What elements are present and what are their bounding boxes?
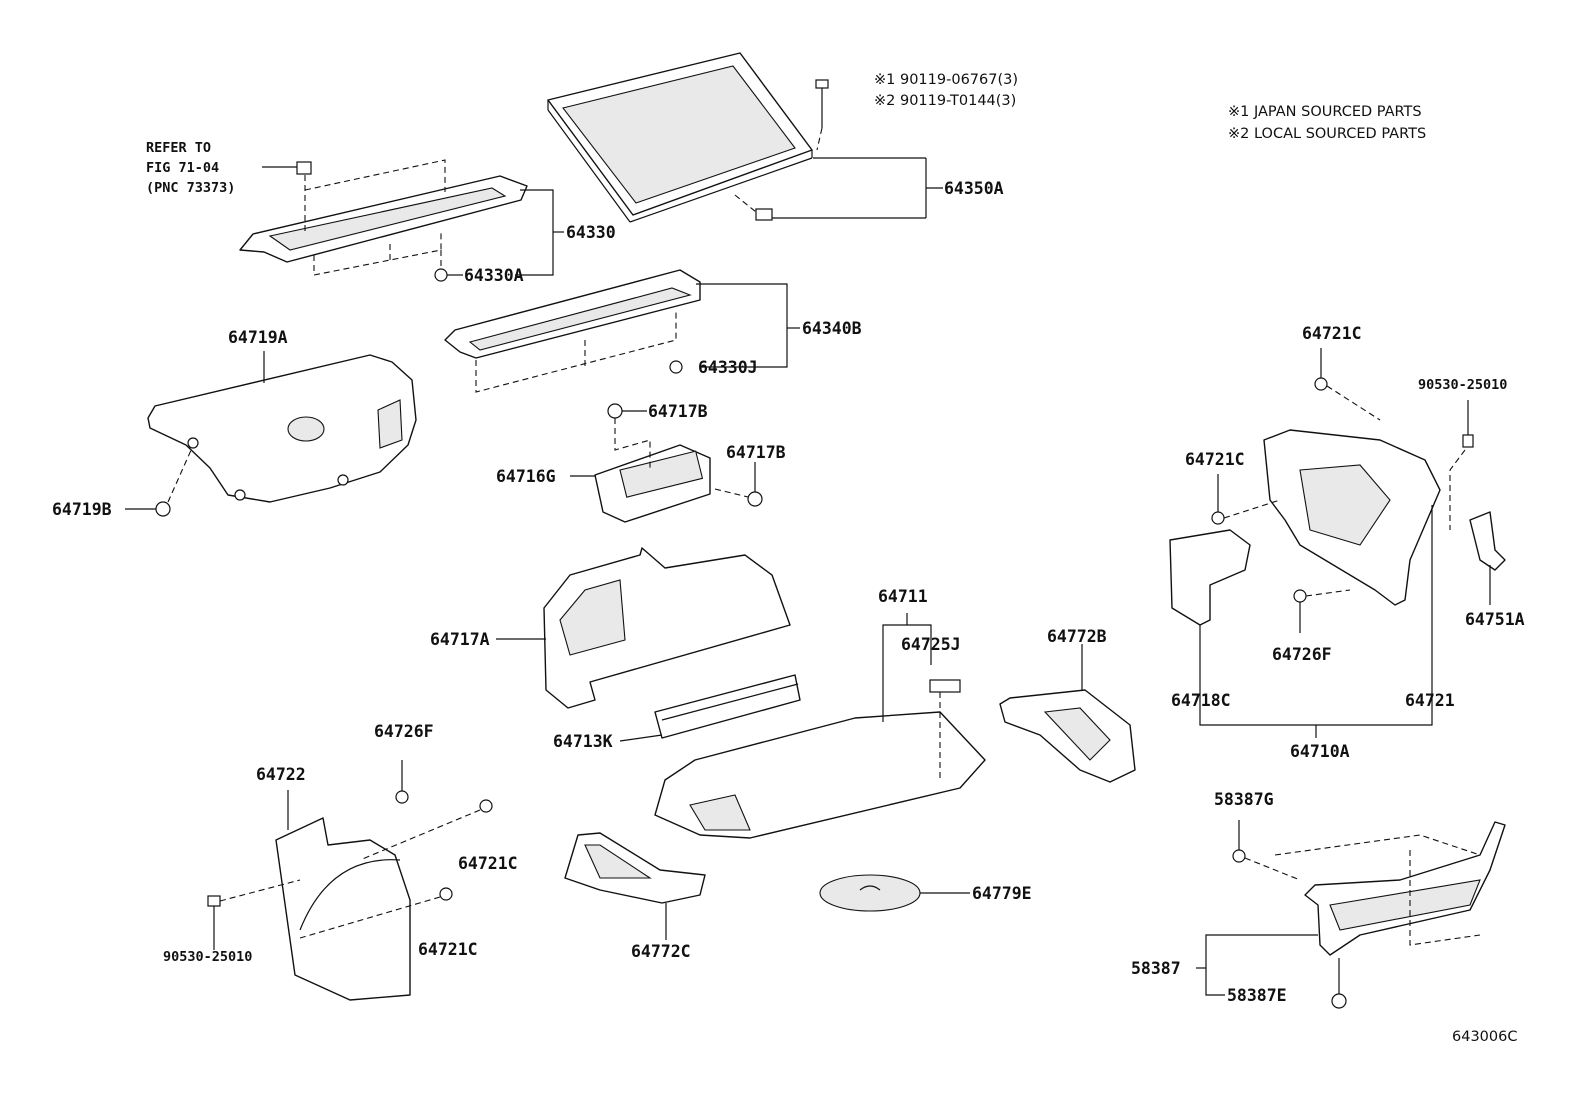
reference-line-2: FIG 71-04 [146,160,219,176]
label-64330J: 64330J [698,358,758,377]
label-64711: 64711 [878,587,928,606]
label-64717B-right: 64717B [726,443,786,462]
label-64717A: 64717A [430,630,490,649]
note-bolt-1: ※1 90119-06767(3) [874,72,1018,88]
label-64721C-left-top: 64721C [458,854,518,873]
label-64721C-right-top: 64721C [1302,324,1362,343]
label-64713K: 64713K [553,732,613,751]
part-64340B-tray [444,269,701,393]
label-64721C-left-bottom: 64721C [418,940,478,959]
label-64719B: 64719B [52,500,112,519]
clip-64719B [125,447,193,517]
label-64717B-top: 64717B [648,402,708,421]
note-bolt-2: ※2 90119-T0144(3) [874,93,1016,109]
reference-line-3: (PNC 73373) [146,180,235,196]
part-64779E-disc [819,874,921,912]
label-64779E: 64779E [972,884,1032,903]
clip-64330A [434,268,463,282]
part-64719A-lid-liner [147,354,417,503]
part-58387-rear-trim [1232,820,1506,1009]
label-90530-left: 90530-25010 [163,949,252,965]
label-64751A: 64751A [1465,610,1525,629]
part-64717A-side-trim [543,547,791,709]
label-64721C-right-mid: 64721C [1185,450,1245,469]
bolt-90119 [815,79,829,151]
label-64716G: 64716G [496,467,556,486]
part-64711-floor-mat [654,679,986,839]
reference-line-1: REFER TO [146,140,211,156]
part-64772C-tray [564,832,706,904]
label-64722: 64722 [256,765,306,784]
label-64718C: 64718C [1171,691,1231,710]
part-64772B-box [999,689,1136,783]
legend-japan: ※1 JAPAN SOURCED PARTS [1228,104,1422,120]
label-64330A: 64330A [464,266,524,285]
part-64716G-bracket [570,403,763,523]
part-64721-right-trim [1263,348,1474,606]
part-64350A-frame [547,52,813,223]
label-64772C: 64772C [631,942,691,961]
label-64721: 64721 [1405,691,1455,710]
label-58387E: 58387E [1227,986,1287,1005]
part-64330-panel [239,159,528,276]
label-64350A: 64350A [944,179,1004,198]
part-64722-left-trim [207,760,493,1001]
label-64330: 64330 [566,223,616,242]
label-90530-right: 90530-25010 [1418,377,1507,393]
label-58387: 58387 [1131,959,1181,978]
label-64719A: 64719A [228,328,288,347]
part-64713K-sill [654,674,801,739]
part-64718C-panel [1169,474,1281,626]
label-64340B: 64340B [802,319,862,338]
label-64726F-right: 64726F [1272,645,1332,664]
part-64751A-clip [1469,511,1506,605]
legend-local: ※2 LOCAL SOURCED PARTS [1228,126,1426,142]
clip-64330J [669,360,683,374]
label-64726F-left: 64726F [374,722,434,741]
diagram-code: 643006C [1452,1029,1517,1045]
label-64772B: 64772B [1047,627,1107,646]
clip-64726F-right [1293,589,1351,633]
label-64725J: 64725J [901,635,961,654]
label-64710A: 64710A [1290,742,1350,761]
label-58387G: 58387G [1214,790,1274,809]
